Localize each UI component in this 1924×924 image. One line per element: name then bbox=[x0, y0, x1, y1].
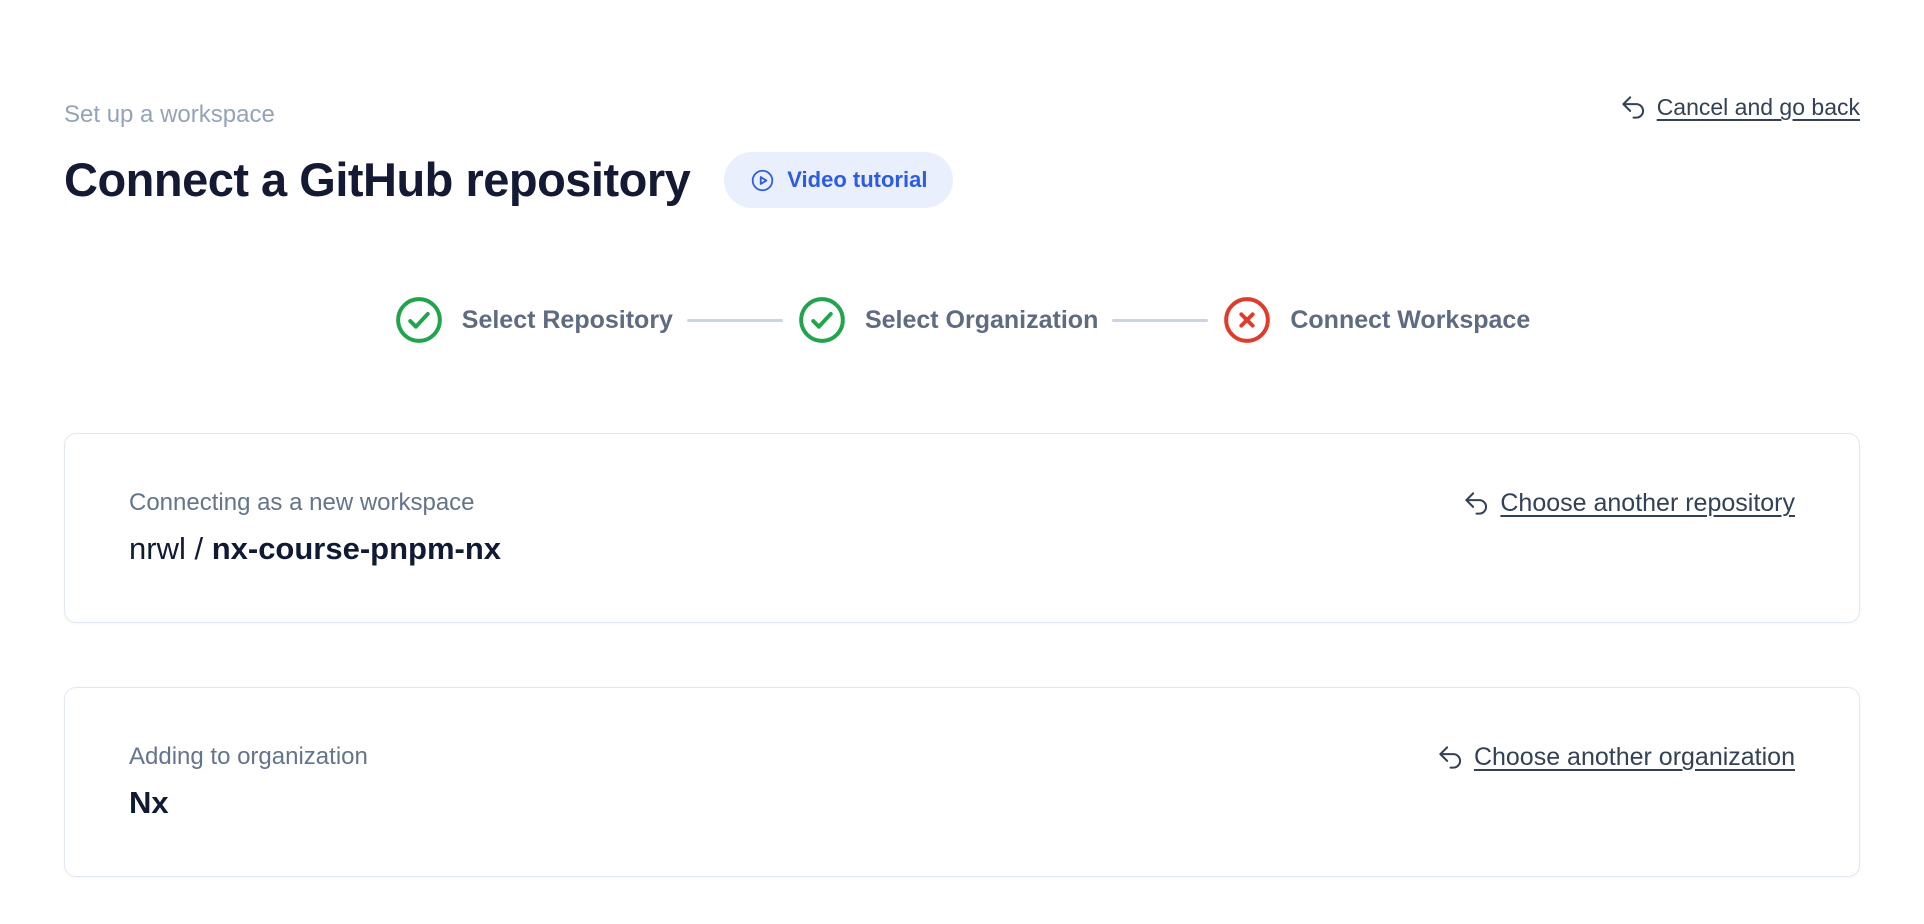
cancel-and-go-back-link[interactable]: Cancel and go back bbox=[1620, 92, 1860, 122]
x-circle-icon bbox=[1222, 295, 1272, 345]
organization-name: Nx bbox=[129, 785, 169, 820]
step-select-organization: Select Organization bbox=[797, 295, 1098, 345]
organization-card-info: Adding to organization Nx bbox=[129, 742, 368, 822]
repository-card-info: Connecting as a new workspace nrwl / nx-… bbox=[129, 488, 501, 568]
choose-organization-label: Choose another organization bbox=[1473, 743, 1795, 771]
setup-workspace-page: Set up a workspace Connect a GitHub repo… bbox=[64, 0, 1860, 877]
undo-arrow-icon bbox=[1620, 94, 1647, 121]
undo-arrow-icon bbox=[1463, 490, 1490, 517]
step-connect-workspace: Connect Workspace bbox=[1222, 295, 1530, 345]
header-left: Set up a workspace Connect a GitHub repo… bbox=[64, 92, 954, 208]
step-label: Select Repository bbox=[461, 305, 673, 334]
organization-card: Adding to organization Nx Choose another… bbox=[64, 687, 1860, 877]
eyebrow-text: Set up a workspace bbox=[64, 101, 275, 128]
stepper-connector bbox=[686, 318, 783, 322]
step-label: Select Organization bbox=[864, 305, 1099, 334]
check-circle-icon bbox=[394, 295, 444, 345]
choose-another-organization-link[interactable]: Choose another organization bbox=[1437, 742, 1795, 772]
undo-arrow-icon bbox=[1437, 744, 1464, 771]
step-select-repository: Select Repository bbox=[394, 295, 673, 345]
title-row: Connect a GitHub repository Video tutori… bbox=[64, 152, 954, 208]
repository-repo-name: nx-course-pnpm-nx bbox=[211, 531, 502, 566]
check-circle-icon bbox=[797, 295, 847, 345]
stepper-connector bbox=[1112, 318, 1209, 322]
page-title: Connect a GitHub repository bbox=[64, 153, 691, 206]
play-circle-icon bbox=[750, 168, 775, 193]
repository-owner: nrwl / bbox=[129, 531, 212, 566]
repository-card: Connecting as a new workspace nrwl / nx-… bbox=[64, 433, 1860, 623]
video-tutorial-label: Video tutorial bbox=[787, 167, 928, 192]
choose-repository-label: Choose another repository bbox=[1500, 489, 1795, 517]
organization-card-label: Adding to organization bbox=[129, 743, 368, 770]
video-tutorial-button[interactable]: Video tutorial bbox=[724, 152, 954, 208]
repository-card-label: Connecting as a new workspace bbox=[129, 489, 475, 516]
repository-name: nrwl / nx-course-pnpm-nx bbox=[129, 530, 501, 568]
setup-stepper: Select Repository Select Organization Co… bbox=[64, 295, 1860, 345]
choose-another-repository-link[interactable]: Choose another repository bbox=[1463, 488, 1795, 518]
page-header: Set up a workspace Connect a GitHub repo… bbox=[64, 0, 1860, 208]
step-label: Connect Workspace bbox=[1290, 305, 1531, 334]
cancel-link-label: Cancel and go back bbox=[1656, 94, 1860, 120]
